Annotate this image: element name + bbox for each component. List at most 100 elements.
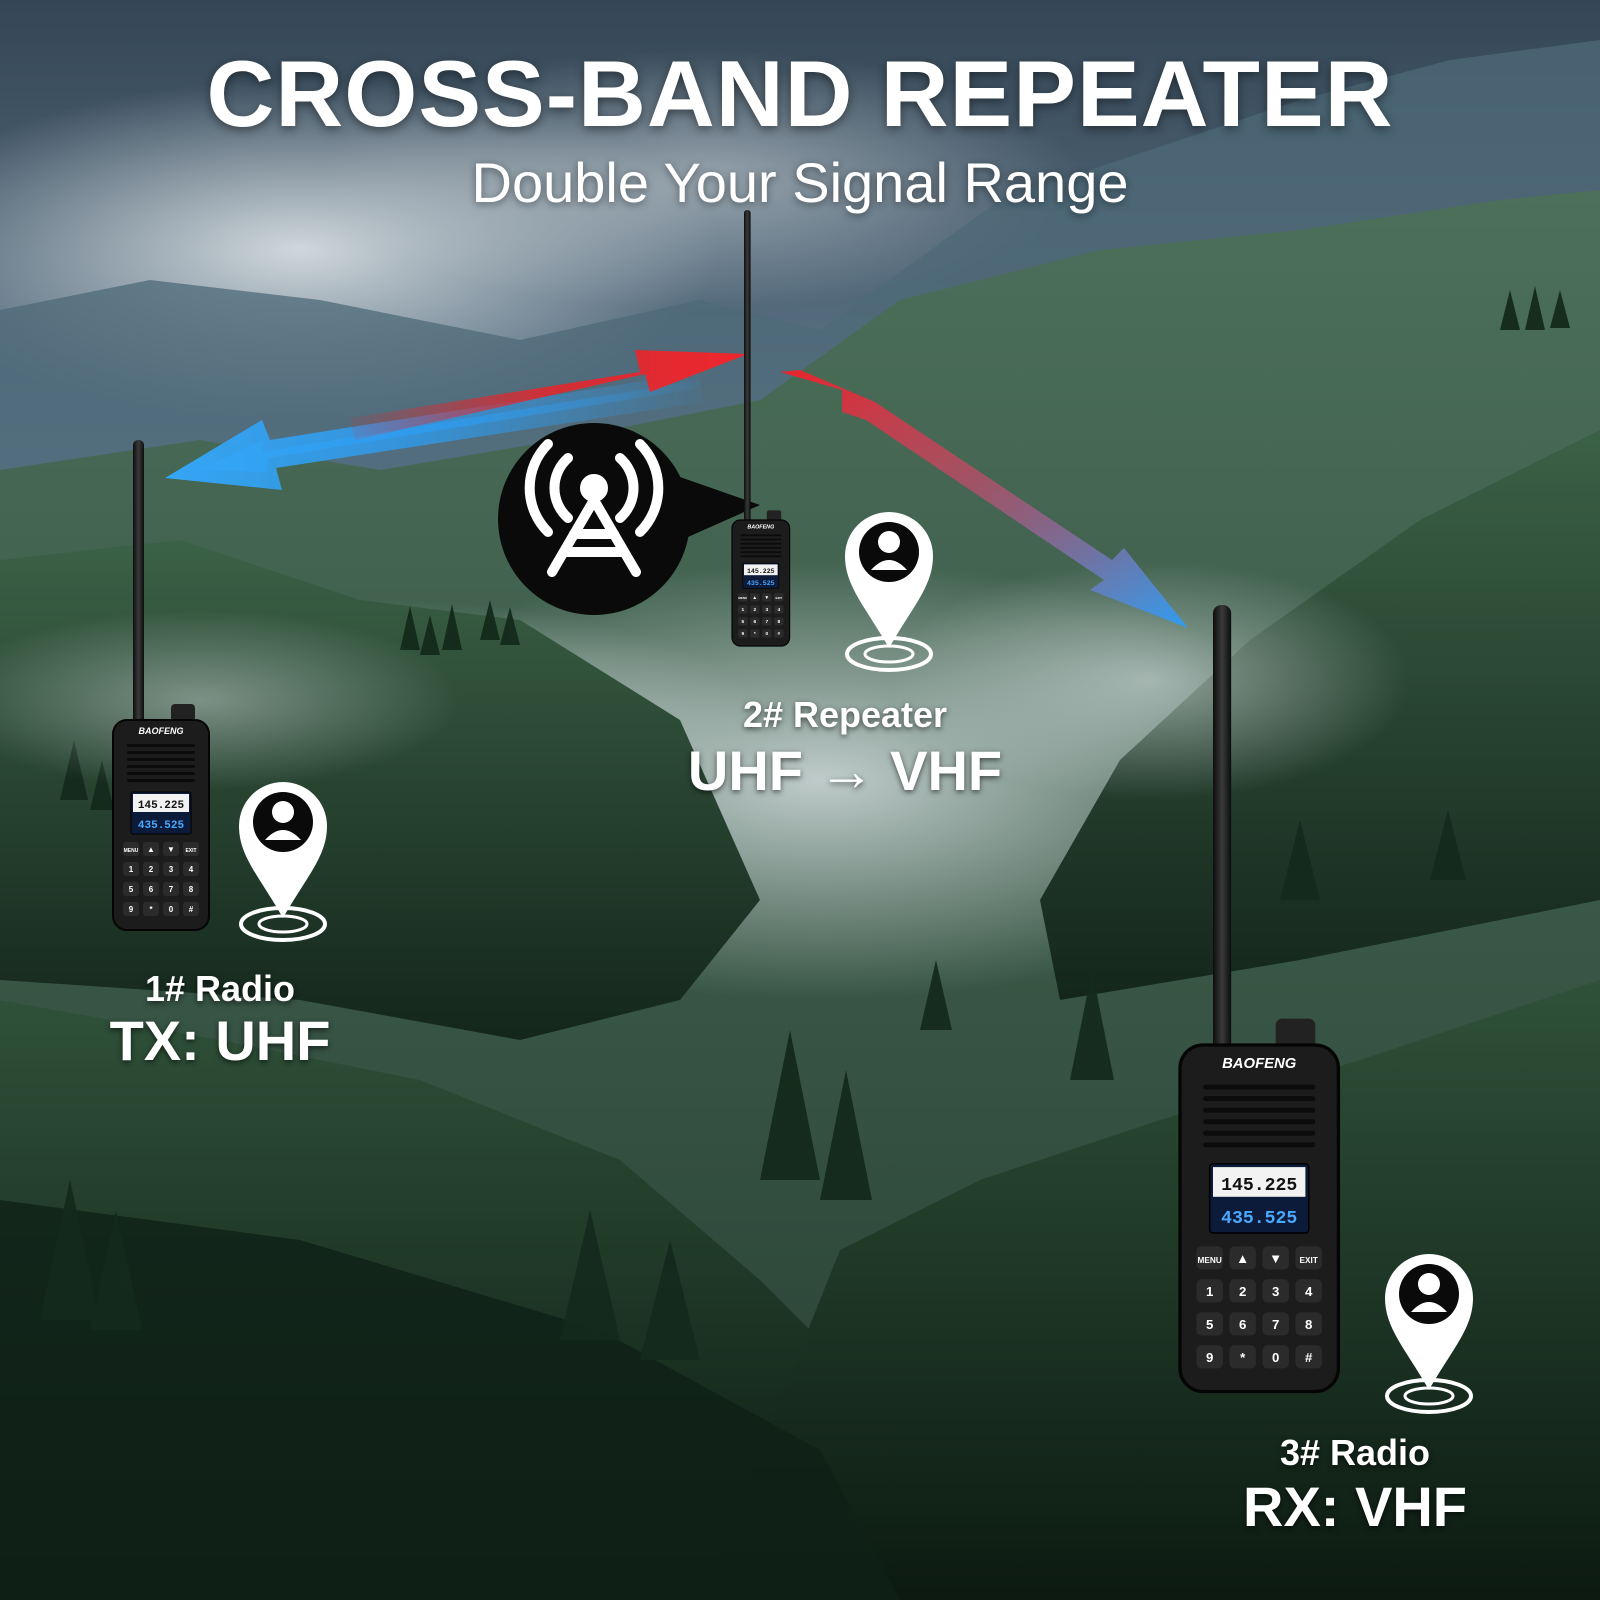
keypad-key [1229,1312,1256,1336]
keypad-key [762,605,772,614]
keypad-key-label: 3 [169,865,174,874]
keypad-key-label: 7 [169,885,174,894]
downlink-arrow-right [780,370,1188,628]
radio-2-brand: BAOFENG [747,524,775,530]
keypad-key-label: 1 [1206,1284,1213,1299]
speaker-slot [127,758,195,761]
speaker-slot [127,751,195,754]
keypad-key-label: 3 [1272,1284,1279,1299]
keypad-key-label: 8 [777,619,780,625]
keypad-key [774,605,784,614]
keypad-key-label: 8 [1305,1317,1312,1332]
radio-2-freq-1: 145.225 [747,568,775,575]
keypad-key-label: # [777,631,780,637]
keypad-key [1262,1279,1289,1303]
keypad-key-label: MENU [738,596,747,600]
speaker-slot [1203,1096,1316,1102]
speaker-slot [1203,1084,1316,1090]
keypad-key [123,862,139,876]
keypad-key-label: 6 [753,619,756,625]
speaker-slot [1203,1119,1316,1125]
keypad-key [1196,1312,1223,1336]
speaker-slot [127,779,195,782]
speaker-slot [740,534,782,537]
radio-1-antenna [133,440,144,726]
radio-1-brand: BAOFENG [139,726,184,736]
radio-3-freq-2: 435.525 [1221,1209,1297,1229]
keypad-key-label: 6 [1239,1317,1246,1332]
keypad-key-label: 8 [189,885,194,894]
keypad-key [750,605,760,614]
keypad-key-label: MENU [124,848,139,854]
page-subtitle: Double Your Signal Range [471,151,1129,214]
keypad-key-label: 1 [741,607,744,613]
keypad-key-label: 9 [741,631,744,637]
keypad-key-label: 7 [1272,1317,1279,1332]
keypad-key [1229,1246,1256,1270]
speaker-slot [1203,1142,1316,1148]
radio-3-name: 3# Radio [1279,1432,1431,1473]
keypad-key [1229,1345,1256,1369]
keypad-key [750,617,760,626]
keypad-key [143,862,159,876]
keypad-key-label: 4 [777,607,780,613]
keypad-key [762,617,772,626]
keypad-key [123,902,139,916]
radio-2-freq-2: 435.525 [747,580,775,587]
keypad-key-label: ▼ [167,845,175,854]
keypad-key-label: # [1305,1350,1313,1365]
keypad-key-label: 5 [129,885,134,894]
repeater-name: 2# Repeater [742,694,948,735]
keypad-key-label: 2 [1239,1284,1246,1299]
keypad-key-label: * [1240,1350,1246,1365]
keypad-key-label: ▼ [764,596,769,601]
keypad-key [123,842,139,856]
keypad-key [1196,1279,1223,1303]
speaker-slot [127,765,195,768]
keypad-key [1262,1246,1289,1270]
keypad-key [1196,1345,1223,1369]
uplink-arrow [350,350,748,440]
keypad-key-label: 9 [129,905,134,914]
radio-3-band: RX: VHF [1243,1475,1467,1538]
keypad-key [750,593,760,602]
keypad-key-label: ▲ [1236,1251,1249,1266]
speaker-slot [740,542,782,545]
downlink-arrow-left [165,372,704,490]
keypad-key [143,882,159,896]
keypad-key-label: 0 [765,631,768,637]
speaker-slot [740,555,782,558]
keypad-key [123,882,139,896]
keypad-key [163,842,179,856]
radio-3-brand: BAOFENG [1222,1056,1297,1072]
speaker-slot [127,744,195,747]
keypad-key [163,862,179,876]
speaker-slot [1203,1107,1316,1113]
keypad-key-label: ▲ [752,596,757,601]
keypad-key-label: EXIT [775,596,782,600]
keypad-key [1262,1312,1289,1336]
keypad-key-label: # [189,905,194,914]
radio-1-band: TX: UHF [109,1009,331,1072]
keypad-key [183,862,199,876]
keypad-key [762,629,772,638]
speaker-slot [127,772,195,775]
speaker-slot [740,547,782,549]
keypad-key-label: 2 [149,865,154,874]
keypad-key-label: 0 [1272,1350,1279,1365]
keypad-key [738,629,748,638]
location-pin-person-icon [239,512,1473,1414]
keypad-key-label: 2 [753,607,756,613]
repeater-band: UHF → VHF [687,739,1003,802]
keypad-key-label: MENU [1198,1256,1222,1265]
keypad-key [738,605,748,614]
keypad-key-label: * [149,905,153,914]
keypad-key-label: 0 [169,905,174,914]
keypad-key [163,882,179,896]
keypad-key-label: 7 [765,619,768,625]
